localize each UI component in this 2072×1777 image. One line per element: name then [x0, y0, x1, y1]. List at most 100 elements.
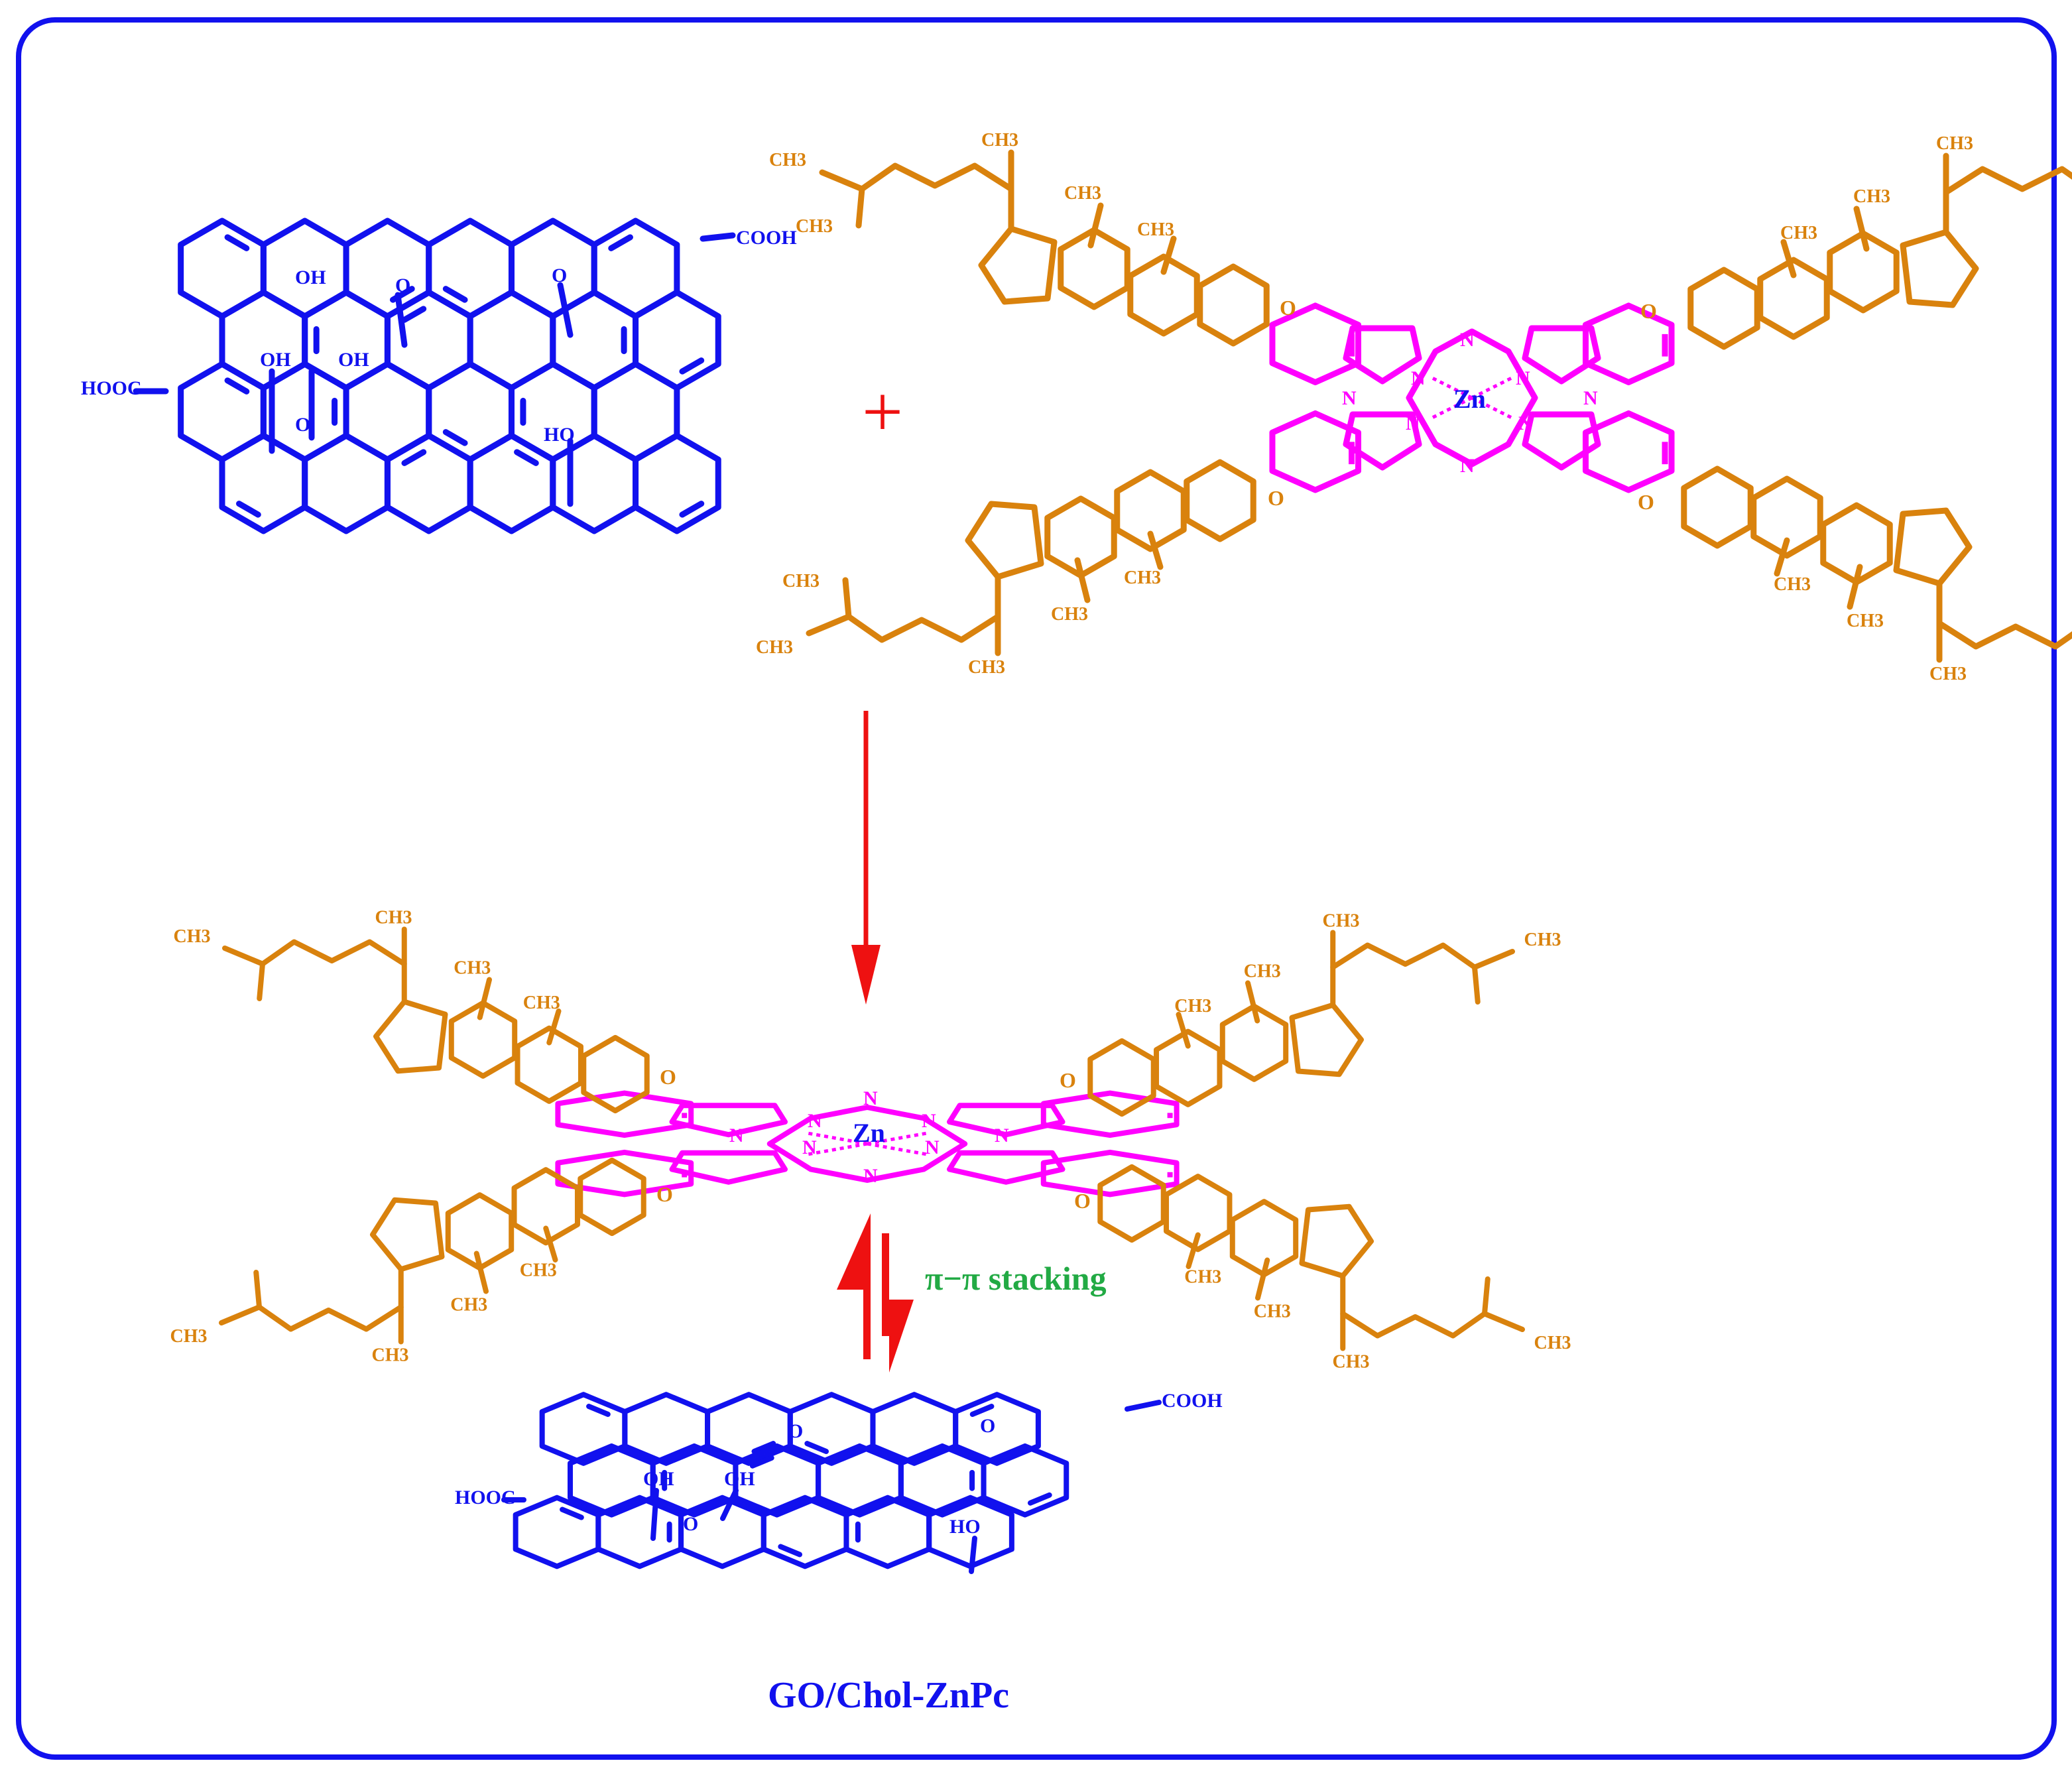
- steroid-ring: [1750, 475, 1823, 559]
- steroid-ring: [1827, 230, 1900, 314]
- carbon-ring: [568, 1443, 656, 1518]
- methyl-bond: [257, 961, 265, 1001]
- methyl-label: CH3: [1137, 219, 1174, 240]
- go-bottom-oh-2: OH: [724, 1468, 755, 1490]
- steroid-ring: [1097, 1164, 1166, 1243]
- steroid-ring: [578, 1157, 646, 1237]
- double-bond: [224, 377, 250, 395]
- methyl-label: CH3: [454, 958, 491, 979]
- benzo-ring: [1582, 302, 1675, 386]
- pyrrole-ring: [669, 1103, 788, 1138]
- double-bond: [442, 429, 468, 446]
- methyl-bond: [1186, 1232, 1201, 1269]
- double-bond: [442, 286, 468, 303]
- carbon-ring: [302, 432, 391, 534]
- steroid-ring-d: [1289, 1002, 1364, 1077]
- carbon-ring: [513, 1495, 601, 1569]
- methyl-label: CH3: [1051, 604, 1088, 625]
- steroid-ring: [1757, 257, 1830, 340]
- benzo-ring: [555, 1090, 694, 1138]
- methyl-label: CH3: [981, 130, 1018, 151]
- methyl-label: CH3: [1524, 930, 1561, 950]
- methyl-bond: [1780, 239, 1797, 278]
- graphene-oxide-sheet-top: [133, 217, 736, 534]
- graphene-oxide-sheet-bottom: [501, 1392, 1162, 1574]
- pc-bottom-o-4: O: [1074, 1189, 1091, 1213]
- methyl-label: CH3: [523, 993, 560, 1013]
- pc-top-n-7: N: [1518, 412, 1533, 434]
- pc-top-n-4: N: [1342, 387, 1357, 409]
- methyl-label: CH3: [1333, 1352, 1370, 1373]
- methyl-bond: [1774, 537, 1790, 577]
- go-top-oh-2: OH: [260, 349, 291, 371]
- methyl-bond: [1255, 1257, 1270, 1301]
- epoxide-bond: [557, 282, 574, 338]
- double-bond: [778, 1544, 803, 1558]
- go-top-oh-1: OH: [295, 267, 326, 288]
- steroid-ring: [1687, 267, 1760, 350]
- benzo-ring: [1269, 302, 1362, 386]
- side-chain: [1330, 942, 1515, 1008]
- pyrrole-ring: [669, 1150, 788, 1185]
- pc-top-n-8: N: [1460, 455, 1475, 477]
- steroid-ring-d: [1900, 229, 1979, 308]
- carbon-ring: [705, 1392, 793, 1466]
- double-bond: [751, 1441, 776, 1454]
- steroid-ring: [515, 1025, 583, 1104]
- methyl-label: CH3: [375, 908, 412, 928]
- methyl-label: CH3: [1124, 568, 1161, 588]
- go-top-epoxy-2: O: [552, 265, 567, 286]
- pc-bottom-n-5: N: [995, 1125, 1009, 1146]
- steroid-ring: [511, 1167, 580, 1246]
- steroid-ring: [445, 1192, 515, 1271]
- side-chain: [219, 1266, 404, 1332]
- steroid-ring-d: [1893, 507, 1973, 587]
- carbon-ring: [981, 1443, 1069, 1518]
- go-top-epoxy-3: O: [295, 414, 310, 436]
- macrocycle: [766, 1105, 968, 1183]
- double-bond: [224, 234, 250, 251]
- methyl-label: CH3: [372, 1345, 409, 1366]
- steroid-ring-d: [978, 225, 1058, 305]
- pyrrole-ring: [947, 1150, 1066, 1185]
- double-bond: [586, 1404, 611, 1417]
- methyl-label: CH3: [174, 926, 211, 947]
- methyl-label: CH3: [1174, 996, 1211, 1016]
- side-chain: [806, 574, 1001, 643]
- double-bond: [401, 449, 427, 466]
- pc-top-o-1: O: [1280, 296, 1296, 320]
- methyl-bond: [1147, 530, 1164, 570]
- steroid-ring: [1087, 1038, 1156, 1117]
- double-bond: [401, 306, 427, 323]
- steroid-ring: [581, 1034, 650, 1114]
- zn-n-coordination: [867, 1142, 930, 1156]
- methyl-label: CH3: [1853, 186, 1890, 207]
- benzo-ring: [1269, 410, 1362, 493]
- steroid-ring: [1044, 495, 1117, 579]
- double-bond: [969, 1404, 995, 1417]
- pyrrole-ring: [1343, 411, 1422, 471]
- benzo-ring: [1582, 410, 1675, 493]
- methyl-bond: [1472, 964, 1481, 1005]
- pc-bottom-o-3: O: [656, 1182, 673, 1206]
- methyl-bond: [1087, 202, 1104, 249]
- pc-top-o-3: O: [1268, 486, 1284, 510]
- carbon-ring: [384, 432, 473, 534]
- go-bottom-hooc: HOOC: [455, 1487, 516, 1508]
- pc-bottom-n-4: N: [729, 1125, 744, 1146]
- pc-bottom-n-3: N: [922, 1110, 936, 1132]
- carbon-ring: [539, 1392, 628, 1466]
- zn-n-coordination: [805, 1142, 868, 1156]
- reaction-arrow: [851, 711, 881, 1005]
- methyl-label: CH3: [1323, 911, 1360, 932]
- steroid-ring: [1219, 1003, 1289, 1082]
- go-bottom-cooh: COOH: [1162, 1390, 1223, 1412]
- steroid-ring: [1197, 263, 1270, 347]
- benzo-ring: [555, 1149, 694, 1197]
- steroid-ring: [448, 1000, 518, 1079]
- methyl-label: CH3: [796, 216, 833, 237]
- methyl-label: CH3: [769, 150, 806, 170]
- methyl-bond: [477, 977, 492, 1020]
- double-bond: [679, 357, 705, 375]
